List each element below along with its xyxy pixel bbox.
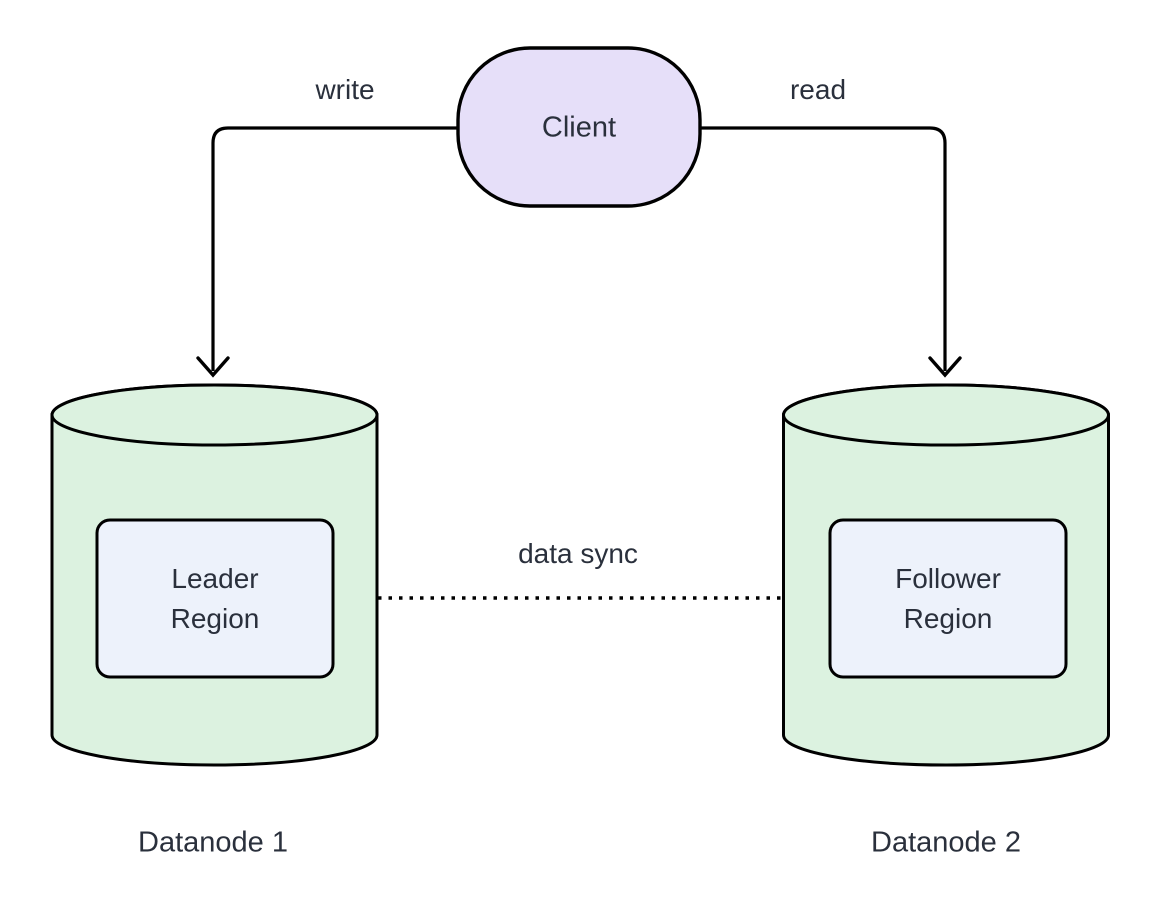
datanode1-label: Datanode 1 [138, 826, 288, 859]
edge-data-sync-label: data sync [518, 538, 638, 570]
edge-read-label: read [789, 74, 847, 106]
client-node [456, 46, 702, 208]
datanode2-cylinder-top [782, 383, 1110, 447]
client-label: Client [541, 111, 617, 144]
arrowhead-down-icon [928, 356, 962, 378]
edge-read-line [700, 126, 947, 371]
datanode1-cylinder-top [50, 383, 379, 447]
leader-region-label: Leader Region [97, 520, 333, 677]
leader-region-label-line1: Leader [171, 562, 259, 594]
leader-region-box [95, 518, 335, 679]
arrowhead-down-icon [196, 356, 230, 378]
leader-region-label-line2: Region [170, 602, 260, 634]
edge-data-sync [336, 582, 826, 614]
follower-region-box [828, 518, 1068, 679]
datanode2-cylinder [782, 383, 1110, 767]
follower-region-label: Follower Region [830, 520, 1066, 677]
edge-write-label: write [315, 74, 375, 106]
edge-write [196, 126, 458, 378]
follower-region-label-line1: Follower [895, 562, 1001, 594]
follower-region-label-line2: Region [903, 602, 993, 634]
datanode2-label: Datanode 2 [871, 826, 1021, 859]
datanode1-cylinder [50, 383, 379, 767]
edge-write-line [211, 126, 458, 371]
edge-read [700, 126, 962, 378]
